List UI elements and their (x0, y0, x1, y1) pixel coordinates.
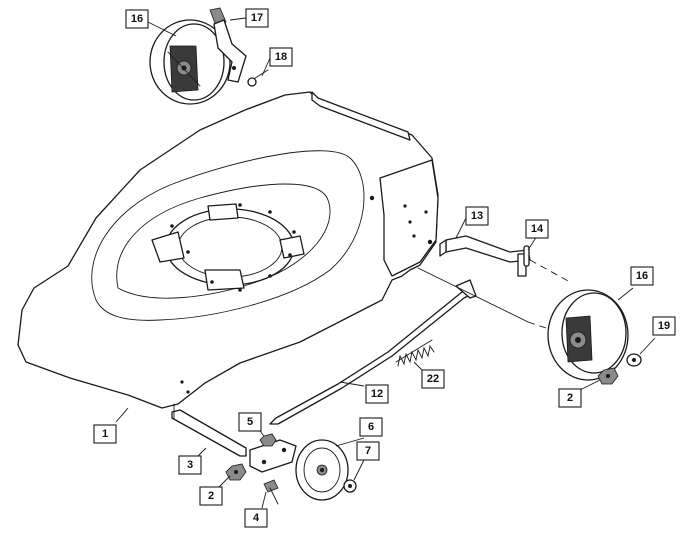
front-axle-rod (171, 403, 247, 457)
callout-5: 5 (238, 412, 262, 432)
callout-2b: 2 (199, 486, 223, 506)
nut-5 (259, 433, 277, 447)
callout-label: 2 (208, 490, 214, 502)
callout-12: 12 (365, 384, 389, 404)
callout-label: 14 (531, 223, 544, 235)
callout-label: 7 (365, 445, 371, 457)
nut-front (225, 463, 247, 481)
screw-18 (247, 69, 269, 87)
rear-wheel-cover-top (149, 19, 231, 105)
callout-4: 4 (244, 508, 268, 528)
callout-19: 19 (652, 316, 676, 336)
callout-label: 18 (275, 51, 287, 63)
height-plate (249, 439, 297, 473)
callout-16a: 16 (125, 9, 149, 29)
callout-label: 1 (102, 428, 108, 440)
callout-14: 14 (525, 219, 549, 239)
callout-label: 6 (368, 421, 374, 433)
callout-16b: 16 (630, 266, 654, 286)
callout-13: 13 (465, 206, 489, 226)
spring (395, 339, 435, 367)
callout-label: 5 (247, 416, 253, 428)
callout-2a: 2 (558, 388, 582, 408)
rear-axle (417, 235, 571, 337)
callout-label: 22 (427, 373, 439, 385)
callout-label: 19 (658, 320, 670, 332)
washer-7 (343, 479, 357, 493)
callout-3: 3 (178, 455, 202, 475)
mower-deck (17, 91, 439, 409)
callout-label: 4 (253, 512, 260, 524)
callout-label: 12 (371, 388, 383, 400)
callout-label: 16 (131, 13, 143, 25)
front-wheel-disc (295, 439, 349, 501)
callout-22: 22 (421, 369, 445, 389)
callout-label: 13 (471, 210, 483, 222)
callout-label: 2 (567, 392, 573, 404)
pin (523, 245, 530, 267)
callout-17: 17 (245, 8, 269, 28)
callout-6: 6 (359, 417, 383, 437)
callout-7: 7 (356, 441, 380, 461)
nut-right (597, 367, 619, 385)
bolt-4 (263, 479, 279, 505)
callout-label: 16 (636, 270, 648, 282)
callout-label: 17 (251, 12, 263, 24)
bracket (209, 7, 247, 83)
height-link-rod (269, 279, 477, 425)
washer-19 (626, 353, 642, 367)
callout-18: 18 (269, 47, 293, 67)
leader-lines (115, 17, 656, 509)
rear-wheel-right (547, 289, 629, 381)
callout-1: 1 (93, 424, 117, 444)
callout-label: 3 (187, 459, 193, 471)
